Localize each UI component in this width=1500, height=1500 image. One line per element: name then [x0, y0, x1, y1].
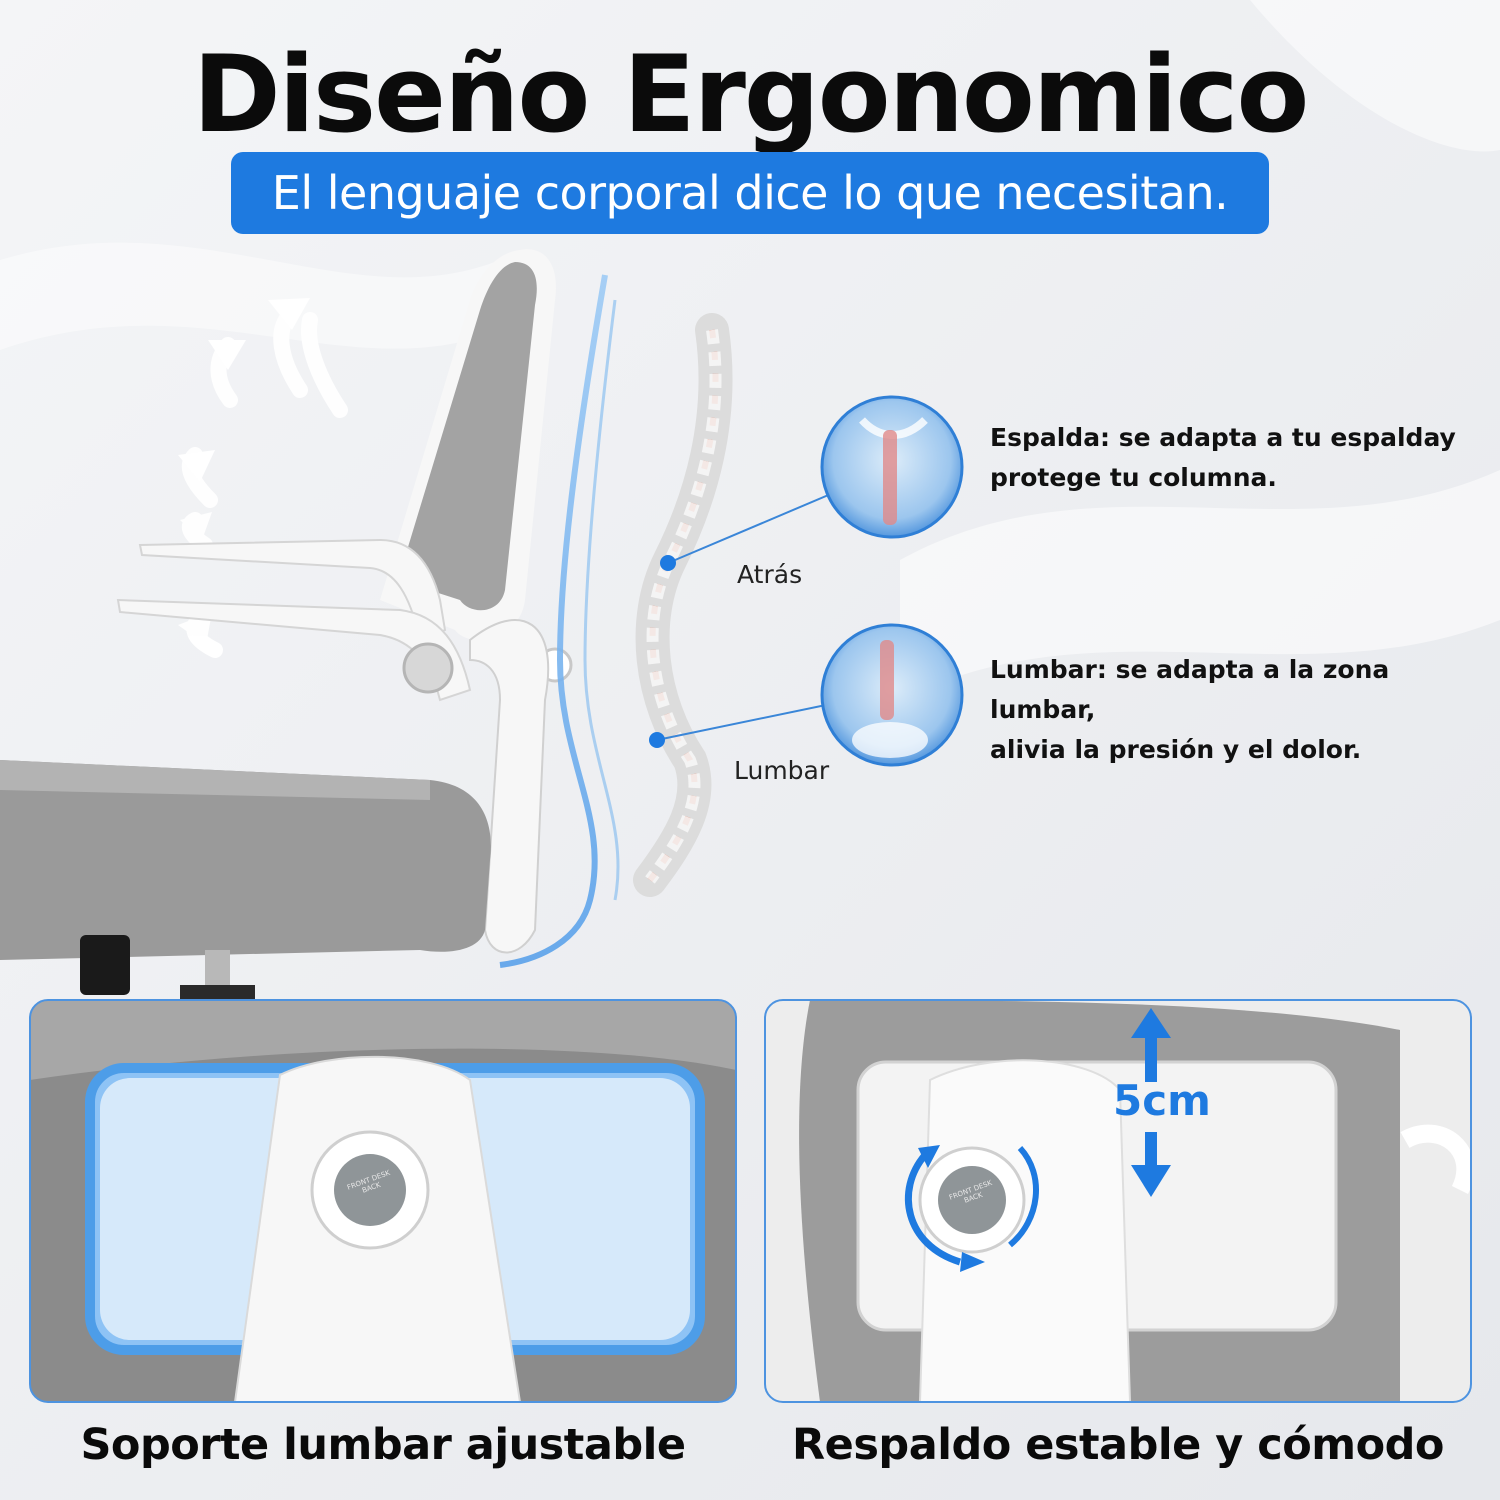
height-adjust-measure: 5cm: [1113, 1076, 1211, 1125]
callout-espalda-line2: protege tu columna.: [990, 463, 1277, 492]
panel-1-caption: Soporte lumbar ajustable: [80, 1420, 686, 1470]
callout-lumbar-line1: Lumbar: se adapta a la zona lumbar,: [990, 655, 1390, 724]
callout-espalda-line1: Espalda: se adapta a tu espalday: [990, 423, 1456, 452]
up-arrow-icon: [1131, 1008, 1171, 1082]
callout-espalda: Espalda: se adapta a tu espalday protege…: [990, 418, 1490, 498]
subtitle-text: El lenguaje corporal dice lo que necesit…: [271, 166, 1229, 220]
callout-lumbar: Lumbar: se adapta a la zona lumbar, aliv…: [990, 650, 1490, 770]
spine-label-upper: Atrás: [737, 560, 803, 589]
panel-backrest-art: [764, 999, 1472, 1403]
spine-illustration: [633, 313, 733, 897]
callout-lumbar-line2: alivia la presión y el dolor.: [990, 735, 1362, 764]
spine-label-lower: Lumbar: [734, 756, 830, 785]
panel-2-caption: Respaldo estable y cómodo: [792, 1420, 1444, 1470]
panel-lumbar-art: [29, 999, 737, 1403]
down-arrow-icon: [1131, 1132, 1171, 1197]
subtitle-banner: El lenguaje corporal dice lo que necesit…: [231, 152, 1269, 234]
page-title: Diseño Ergonomico: [192, 33, 1310, 156]
